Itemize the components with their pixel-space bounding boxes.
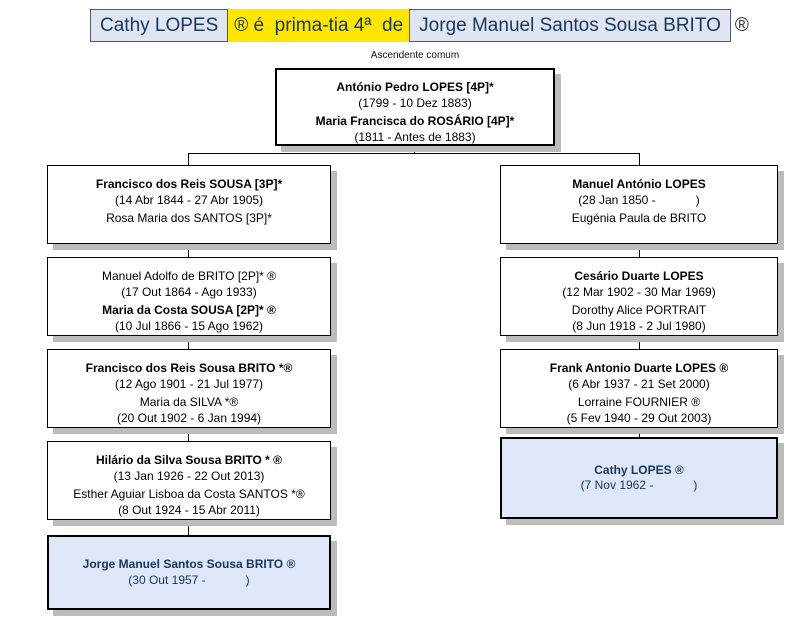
relationship-header: Cathy LOPES ® é prima-tia 4ª de Jorge Ma… <box>90 9 749 42</box>
person-dates: (5 Fev 1940 - 29 Out 2003) <box>566 410 712 425</box>
person-name: António Pedro LOPES [4P]* <box>336 80 494 94</box>
person-name: Francisco dos Reis Sousa BRITO *® <box>85 361 293 375</box>
person-name: Dorothy Alice PORTRAIT <box>571 303 707 317</box>
person-box-sousa-3p[interactable]: Francisco dos Reis SOUSA [3P]* (14 Abr 1… <box>47 165 331 244</box>
person-entry: Maria da SILVA *® (20 Out 1902 - 6 Jan 1… <box>48 395 330 426</box>
person-entry: Francisco dos Reis SOUSA [3P]* (14 Abr 1… <box>48 177 330 208</box>
person-name: Maria da Costa SOUSA [2P]* ® <box>102 303 276 317</box>
common-ancestor-label: Ascendente comum <box>370 50 460 61</box>
person-name: Maria Francisca do ROSÁRIO [4P]* <box>315 114 515 128</box>
person-name: Rosa Maria dos SANTOS [3P]* <box>106 211 272 225</box>
person-name: Jorge Manuel Santos Sousa BRITO ® <box>82 557 296 571</box>
person-a-box[interactable]: Cathy LOPES <box>90 9 229 42</box>
person-name: Esther Aguiar Lisboa da Costa SANTOS *® <box>73 487 305 501</box>
person-entry: Cesário Duarte LOPES (12 Mar 1902 - 30 M… <box>501 269 777 300</box>
person-dates: (13 Jan 1926 - 22 Out 2013) <box>113 468 265 483</box>
person-dates: (10 Jul 1866 - 15 Ago 1962) <box>114 318 264 333</box>
connector-right-2 <box>639 336 640 349</box>
relationship-highlight-text: ® é prima-tia 4ª de <box>228 9 410 42</box>
person-entry: Francisco dos Reis Sousa BRITO *® (12 Ag… <box>48 361 330 392</box>
person-name: Lorraine FOURNIER ® <box>577 395 701 409</box>
person-dates: (8 Jun 1918 - 2 Jul 1980) <box>572 318 706 333</box>
person-entry: Dorothy Alice PORTRAIT (8 Jun 1918 - 2 J… <box>501 303 777 334</box>
person-entry: Jorge Manuel Santos Sousa BRITO ® (30 Ou… <box>49 557 329 588</box>
person-entry: Hilário da Silva Sousa BRITO * ® (13 Jan… <box>48 453 330 484</box>
person-name: Manuel Adolfo de BRITO [2P]* ® <box>101 269 277 283</box>
person-box-francisco-brito[interactable]: Francisco dos Reis Sousa BRITO *® (12 Ag… <box>47 349 331 428</box>
connector-left-drop <box>188 153 189 165</box>
person-dates: (1799 - 10 Dez 1883) <box>358 95 472 110</box>
person-entry: Manuel Adolfo de BRITO [2P]* ® (17 Out 1… <box>48 269 330 300</box>
person-dates: (12 Mar 1902 - 30 Mar 1969) <box>562 284 716 299</box>
connector-right-drop <box>639 153 640 165</box>
person-dates: (1811 - Antes de 1883) <box>354 129 476 144</box>
person-dates: (8 Out 1924 - 15 Abr 2011) <box>118 502 260 517</box>
person-box-cathy-lopes-highlighted[interactable]: Cathy LOPES ® (7 Nov 1962 - ) <box>500 437 778 519</box>
person-name: Francisco dos Reis SOUSA [3P]* <box>95 177 283 191</box>
person-box-hilario-brito[interactable]: Hilário da Silva Sousa BRITO * ® (13 Jan… <box>47 441 331 520</box>
person-box-jorge-brito-highlighted[interactable]: Jorge Manuel Santos Sousa BRITO ® (30 Ou… <box>47 535 331 610</box>
person-box-manuel-lopes[interactable]: Manuel António LOPES (28 Jan 1850 - ) Eu… <box>500 165 778 244</box>
connector-root-stub <box>414 146 415 154</box>
connector-left-2 <box>188 336 189 349</box>
connector-horizontal <box>188 153 640 154</box>
person-dates: (12 Ago 1901 - 21 Jul 1977) <box>114 376 264 391</box>
person-box-brito-2p[interactable]: Manuel Adolfo de BRITO [2P]* ® (17 Out 1… <box>47 257 331 336</box>
registered-mark: ® <box>734 14 749 36</box>
person-name: Manuel António LOPES <box>572 177 706 191</box>
connector-right-3 <box>639 428 640 437</box>
person-dates: (6 Abr 1937 - 21 Set 2000) <box>568 376 710 391</box>
connector-right-1 <box>639 243 640 257</box>
person-entry: Rosa Maria dos SANTOS [3P]* <box>48 211 330 227</box>
person-entry: António Pedro LOPES [4P]* (1799 - 10 Dez… <box>277 80 553 111</box>
person-dates: (30 Out 1957 - ) <box>128 572 250 587</box>
person-name: Hilário da Silva Sousa BRITO * ® <box>95 453 282 467</box>
person-dates: (20 Out 1902 - 6 Jan 1994) <box>116 410 262 425</box>
person-entry: Esther Aguiar Lisboa da Costa SANTOS *® … <box>48 487 330 518</box>
person-b-box[interactable]: Jorge Manuel Santos Sousa BRITO <box>409 9 731 42</box>
person-entry: Cathy LOPES ® (7 Nov 1962 - ) <box>502 463 776 494</box>
person-entry: Lorraine FOURNIER ® (5 Fev 1940 - 29 Out… <box>501 395 777 426</box>
connector-left-3 <box>188 428 189 441</box>
person-entry: Manuel António LOPES (28 Jan 1850 - ) <box>501 177 777 208</box>
connector-left-4 <box>188 520 189 535</box>
person-box-cesario-lopes[interactable]: Cesário Duarte LOPES (12 Mar 1902 - 30 M… <box>500 257 778 336</box>
person-entry: Maria da Costa SOUSA [2P]* ® (10 Jul 186… <box>48 303 330 334</box>
person-name: Eugénia Paula de BRITO <box>571 211 707 225</box>
person-name: Cathy LOPES ® <box>594 462 684 477</box>
person-dates: (17 Out 1864 - Ago 1933) <box>121 284 257 299</box>
person-name: Frank Antonio Duarte LOPES ® <box>549 361 729 375</box>
person-entry: Maria Francisca do ROSÁRIO [4P]* (1811 -… <box>277 114 553 145</box>
person-dates: (7 Nov 1962 - ) <box>580 478 698 492</box>
person-name: Maria da SILVA *® <box>139 395 239 409</box>
person-dates: (14 Abr 1844 - 27 Abr 1905) <box>114 192 264 207</box>
person-dates: (28 Jan 1850 - ) <box>578 192 700 207</box>
person-box-common-ancestor[interactable]: António Pedro LOPES [4P]* (1799 - 10 Dez… <box>275 68 555 146</box>
connector-left-1 <box>188 244 189 257</box>
person-box-frank-lopes[interactable]: Frank Antonio Duarte LOPES ® (6 Abr 1937… <box>500 349 778 428</box>
person-name: Cesário Duarte LOPES <box>574 269 704 283</box>
person-entry: Frank Antonio Duarte LOPES ® (6 Abr 1937… <box>501 361 777 392</box>
person-entry: Eugénia Paula de BRITO <box>501 211 777 227</box>
